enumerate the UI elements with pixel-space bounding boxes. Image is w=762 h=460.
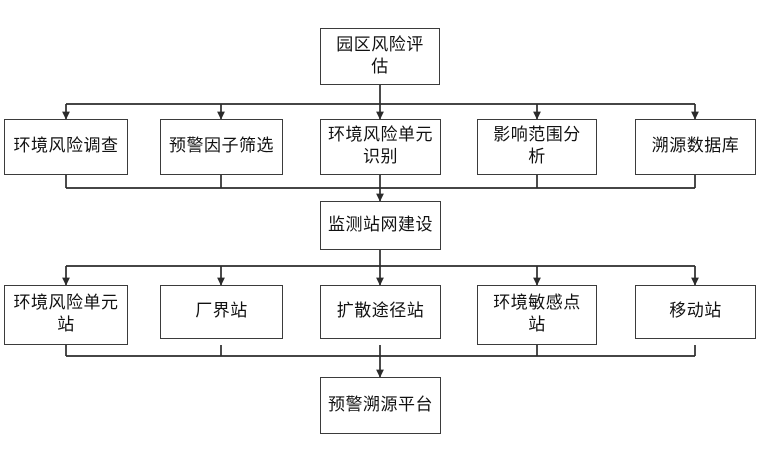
node-sensitive-point-station[interactable]: 环境敏感点站 (477, 285, 597, 345)
node-label: 扩散途径站 (336, 301, 425, 322)
node-plant-boundary-station[interactable]: 厂界站 (160, 285, 283, 339)
node-label: 监测站网建设 (328, 214, 433, 235)
node-warning-factor-screening[interactable]: 预警因子筛选 (160, 119, 283, 175)
node-mobile-station[interactable]: 移动站 (635, 285, 756, 339)
node-label: 预警溯源平台 (328, 394, 433, 415)
node-label: 环境风险单元识别 (328, 125, 433, 167)
node-label: 园区风险评估 (336, 34, 424, 77)
node-park-risk-assessment[interactable]: 园区风险评估 (320, 28, 440, 85)
node-label: 影响范围分析 (493, 125, 581, 167)
node-environmental-risk-survey[interactable]: 环境风险调查 (4, 119, 128, 175)
node-label: 移动站 (669, 301, 722, 322)
node-traceability-database[interactable]: 溯源数据库 (635, 119, 756, 175)
node-impact-range-analysis[interactable]: 影响范围分析 (477, 119, 597, 175)
node-risk-unit-identification[interactable]: 环境风险单元识别 (320, 119, 441, 175)
node-label: 溯源数据库 (651, 136, 740, 157)
node-label: 环境风险调查 (13, 136, 119, 157)
node-monitoring-network-construction[interactable]: 监测站网建设 (320, 201, 441, 250)
node-label: 厂界站 (195, 301, 248, 322)
node-warning-traceability-platform[interactable]: 预警溯源平台 (320, 377, 441, 434)
node-label: 环境风险单元站 (13, 293, 119, 335)
node-label: 预警因子筛选 (169, 136, 274, 157)
node-diffusion-path-station[interactable]: 扩散途径站 (320, 285, 441, 339)
node-label: 环境敏感点站 (493, 293, 581, 335)
node-risk-unit-station[interactable]: 环境风险单元站 (4, 285, 128, 345)
